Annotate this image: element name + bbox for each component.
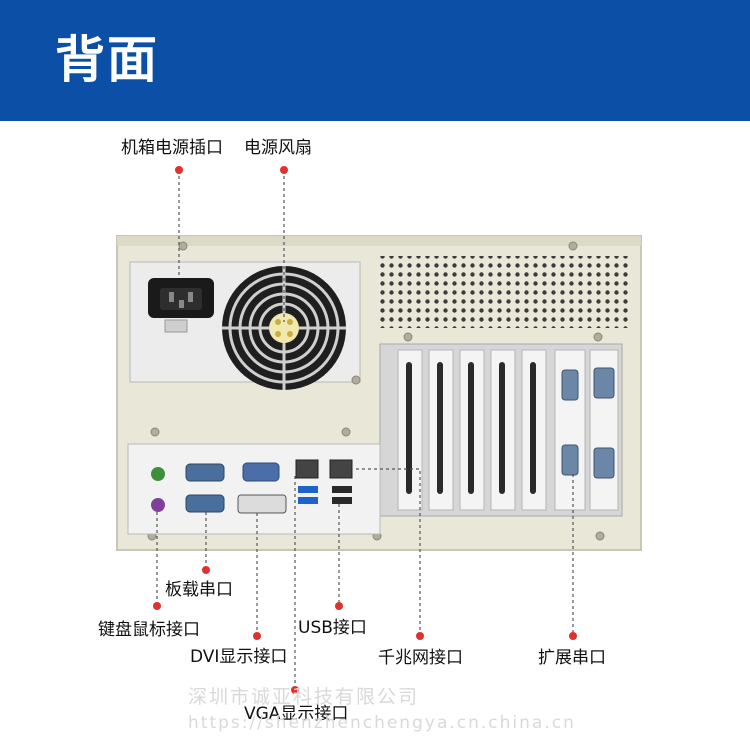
dvi-port-icon: [237, 494, 287, 514]
label-dvi-port: DVI显示接口: [190, 647, 288, 667]
header-banner: 背面: [0, 0, 750, 121]
callout-dot: [153, 602, 161, 610]
label-ps2-port: 键盘鼠标接口: [98, 620, 200, 640]
watermark-company: 深圳市诚亚科技有限公司: [188, 686, 420, 708]
fan-icon: [222, 266, 346, 390]
callout-dot: [416, 632, 424, 640]
callout-dot: [335, 602, 343, 610]
expansion-serial-ports: [561, 367, 615, 479]
power-socket-icon: [148, 278, 214, 333]
label-onboard-serial: 板载串口: [165, 580, 233, 600]
callout-dot: [291, 686, 299, 694]
ps2-keyboard-icon: [151, 467, 165, 481]
label-power-socket: 机箱电源插口: [121, 138, 223, 158]
callout-dot: [175, 166, 183, 174]
vent-grille: [380, 256, 630, 328]
callout-dot: [253, 632, 261, 640]
callout-dot: [202, 566, 210, 574]
label-power-fan: 电源风扇: [244, 138, 312, 158]
onboard-serial-ports: [185, 463, 225, 513]
lan-ports-icon: [295, 459, 353, 479]
callout-dot: [280, 166, 288, 174]
watermark-url: https://shenzhenchengya.cn.china.cn: [188, 713, 576, 733]
page-title: 背面: [55, 31, 159, 89]
label-gigabit-lan: 千兆网接口: [378, 648, 463, 668]
callout-dot: [569, 632, 577, 640]
usb-ports-icon: [298, 486, 352, 504]
label-expansion-serial: 扩展串口: [538, 648, 606, 668]
label-vga-port: VGA显示接口: [244, 704, 349, 724]
chassis-back-illustration: [116, 166, 642, 694]
label-usb-port: USB接口: [298, 618, 367, 638]
vga-port-icon: [242, 462, 280, 482]
ps2-mouse-icon: [151, 498, 165, 512]
